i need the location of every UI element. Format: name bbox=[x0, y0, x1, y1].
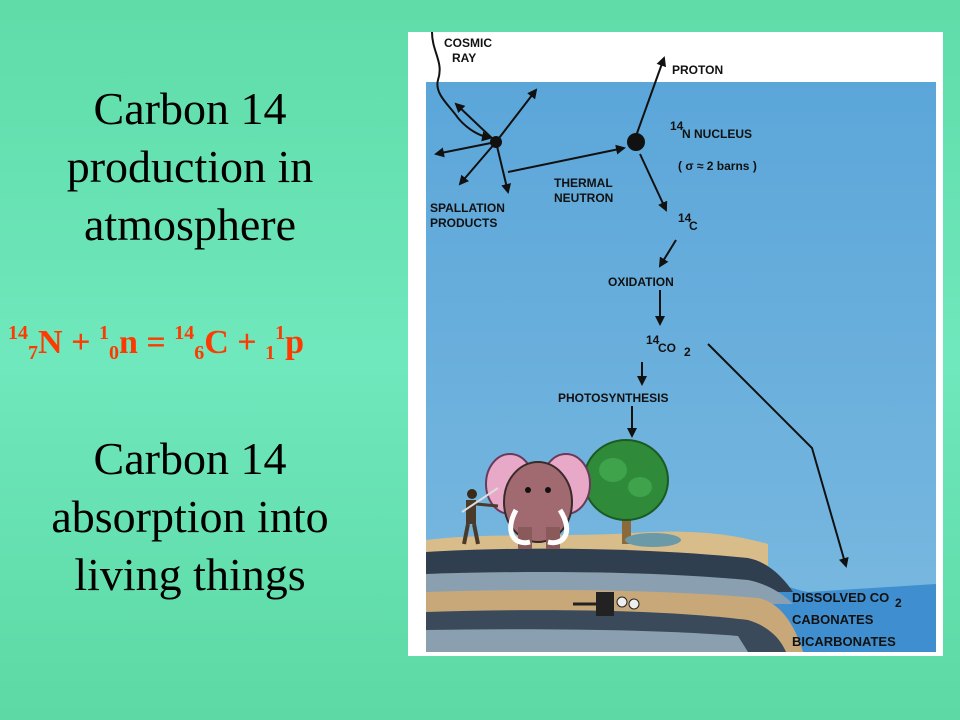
c-mass: 14 bbox=[174, 322, 195, 344]
spallation-arrow bbox=[495, 88, 538, 143]
cross-section-label: ( σ ≈ 2 barns ) bbox=[678, 159, 757, 173]
c-atomic: 6 bbox=[194, 342, 205, 364]
heading-line: Carbon 14 bbox=[93, 433, 287, 484]
proton-label: PROTON bbox=[672, 63, 723, 77]
spallation-arrow bbox=[434, 141, 497, 158]
thermal-neutron-label: NEUTRON bbox=[554, 191, 613, 205]
carbon-cycle-diagram: COSMIC RAY PROTON 14 N NUCLEUS ( σ ≈ 2 b… bbox=[408, 32, 943, 656]
heading-line: absorption into bbox=[51, 491, 329, 542]
top-band bbox=[426, 32, 936, 82]
n-atomic: 7 bbox=[28, 342, 38, 364]
spallation-arrow bbox=[458, 141, 497, 186]
heading-line: Carbon 14 bbox=[93, 83, 287, 134]
n-nucleus-label: N NUCLEUS bbox=[682, 127, 752, 141]
nitrogen-nucleus-dot bbox=[627, 133, 645, 151]
c14-symbol: C bbox=[689, 219, 698, 233]
spallation-arrow bbox=[495, 141, 511, 194]
strata-bottom bbox=[426, 629, 748, 652]
spallation-label: SPALLATION bbox=[430, 201, 505, 215]
oxidation-arrow bbox=[658, 239, 677, 268]
proton-arrow bbox=[635, 56, 667, 137]
cosmic-ray-label: COSMIC bbox=[444, 36, 492, 50]
dissolution-arrow bbox=[707, 343, 849, 568]
spallation-arrow bbox=[454, 102, 497, 143]
plus-sign: + bbox=[237, 324, 257, 361]
mammoth-icon bbox=[485, 453, 591, 549]
cosmic-ray-path bbox=[431, 32, 492, 142]
co2-symbol: CO bbox=[658, 341, 676, 355]
thermal-neutron-label: THERMAL bbox=[554, 176, 613, 190]
c14-mass: 14 bbox=[678, 211, 692, 225]
spallation-label: PRODUCTS bbox=[430, 216, 497, 230]
proton-symbol: p bbox=[285, 324, 305, 361]
hunter-icon bbox=[461, 487, 499, 545]
carbonates-label: CABONATES bbox=[792, 612, 874, 627]
heading-absorption: Carbon 14 absorption into living things bbox=[0, 430, 380, 604]
proton-mass: 1 bbox=[275, 322, 286, 344]
co2-subscript: 2 bbox=[684, 345, 691, 359]
neutron-arrow bbox=[507, 144, 626, 173]
co2-mass: 14 bbox=[646, 333, 660, 347]
diagram-canvas: COSMIC RAY PROTON 14 N NUCLEUS ( σ ≈ 2 b… bbox=[426, 32, 936, 652]
c-symbol: C bbox=[204, 324, 229, 361]
n-mass: 14 bbox=[8, 322, 28, 344]
heading-production: Carbon 14 production in atmosphere bbox=[0, 80, 380, 254]
neutron-atomic: 0 bbox=[108, 342, 119, 364]
heading-line: production in bbox=[66, 141, 314, 192]
neutron-mass: 1 bbox=[98, 322, 109, 344]
fossil-icon bbox=[573, 592, 640, 616]
c14-arrow bbox=[639, 153, 668, 212]
n-nucleus-mass: 14 bbox=[670, 119, 684, 133]
neutron-symbol: n bbox=[118, 324, 138, 361]
dissolved-co2-subscript: 2 bbox=[895, 596, 902, 610]
n-symbol: N bbox=[38, 324, 63, 361]
tree-icon bbox=[583, 439, 681, 547]
heading-line: atmosphere bbox=[83, 199, 297, 250]
bicarbonates-label: BICARBONATES bbox=[792, 634, 896, 649]
equals-sign: = bbox=[146, 324, 166, 361]
plus-sign: + bbox=[71, 324, 91, 361]
dissolved-co2-label: DISSOLVED CO bbox=[792, 590, 889, 605]
heading-line: living things bbox=[74, 549, 306, 600]
oxidation-label: OXIDATION bbox=[608, 275, 674, 289]
photosynthesis-label: PHOTOSYNTHESIS bbox=[558, 391, 668, 405]
nuclear-equation: 147N + 10n = 146C + 11p bbox=[8, 322, 408, 365]
proton-atomic: 1 bbox=[265, 342, 276, 364]
cosmic-ray-label: RAY bbox=[452, 51, 476, 65]
